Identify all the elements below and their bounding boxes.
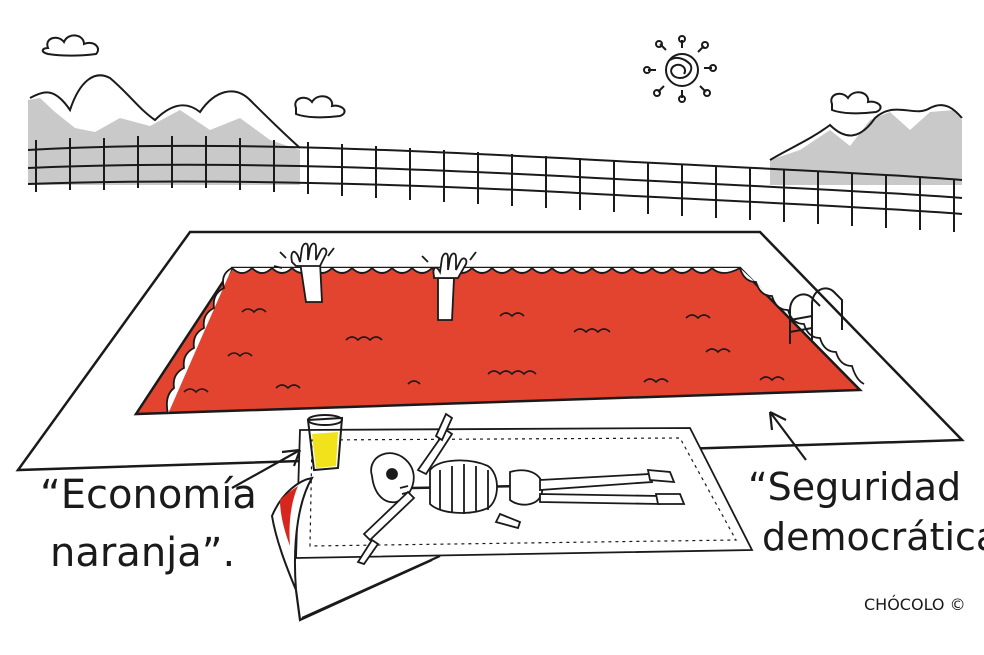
juice-glass-icon [306,414,344,472]
arrow-left [231,448,302,489]
pool-ladder-icon [789,287,843,344]
drowning-hand-icon [421,251,477,321]
pool [133,266,865,416]
drowning-hand-icon [273,242,335,303]
sun-virus-icon [643,35,717,103]
mountains [28,74,963,185]
cloud-icon [41,34,100,57]
caption-seguridad-line1: “Seguridad [748,465,961,509]
signature: CHÓCOLO © [864,595,966,614]
scythe-icon [270,476,441,622]
cloud-icon [294,95,346,119]
cloud-icon [830,91,882,115]
fence [27,136,963,232]
caption-economia-line2: naranja”. [50,530,235,576]
arrow-right [768,411,807,461]
caption-economia-line1: “Economía [40,472,257,518]
caption-seguridad-line2: democrática”. [762,515,984,559]
skeleton-figure [356,412,686,566]
